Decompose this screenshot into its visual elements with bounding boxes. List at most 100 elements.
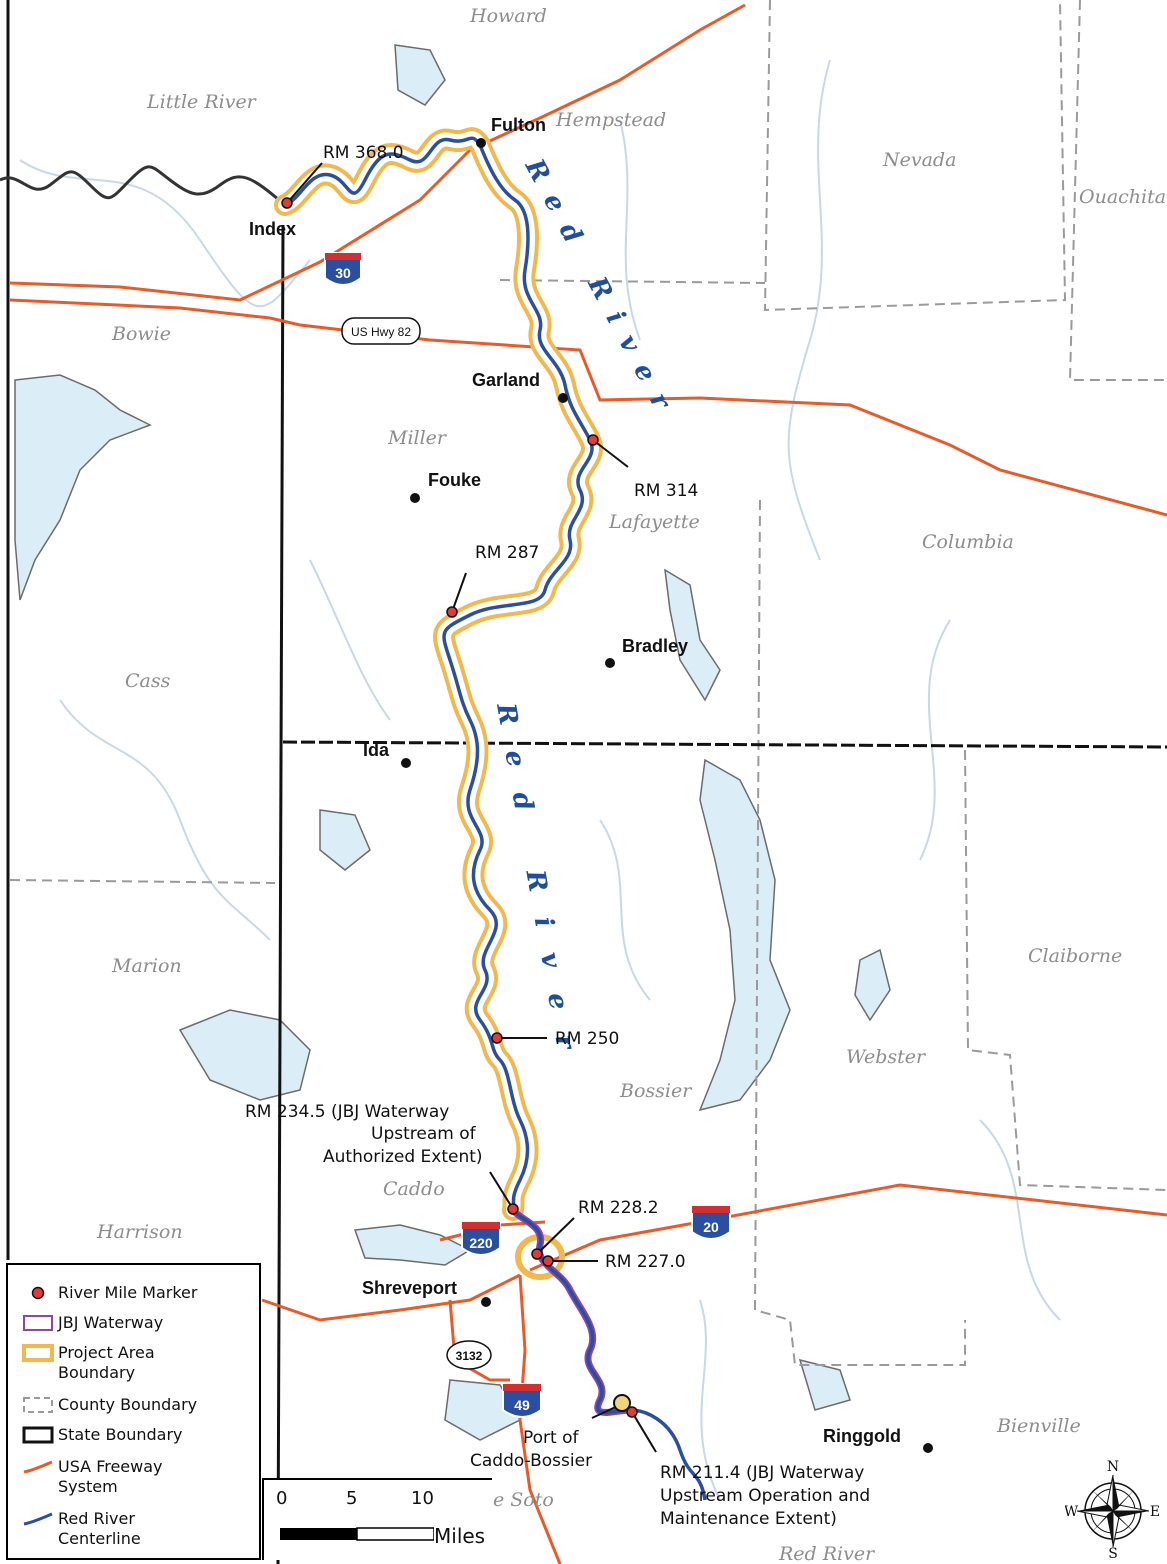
marker-rm227 bbox=[542, 1255, 554, 1267]
leader-rm234 bbox=[489, 1171, 514, 1210]
rm228-label: RM 228.2 bbox=[578, 1198, 659, 1218]
legend-label-line2: Centerline bbox=[58, 1529, 141, 1548]
county-label-de-soto: e Soto bbox=[493, 1489, 554, 1511]
interstate-shield-49: 49 bbox=[502, 1383, 542, 1418]
county-label-columbia: Columbia bbox=[922, 531, 1014, 553]
interstate-shield-30-number: 30 bbox=[335, 265, 351, 281]
legend-label-line2: System bbox=[58, 1477, 118, 1496]
county-label-bowie: Bowie bbox=[111, 323, 171, 345]
county-boundary bbox=[499, 279, 766, 284]
rm287-label: RM 287 bbox=[475, 543, 539, 563]
city-dot-ringgold bbox=[923, 1443, 933, 1453]
legend-item-project-area: Project Area Boundary bbox=[18, 1343, 248, 1383]
rm314-label: RM 314 bbox=[634, 481, 698, 501]
county-label-howard: Howard bbox=[469, 5, 547, 27]
county-boundary bbox=[763, 0, 1067, 312]
legend-label: JBJ Waterway bbox=[58, 1313, 164, 1332]
state-route-3132-label: 3132 bbox=[456, 1349, 483, 1363]
leader-rm368 bbox=[286, 162, 323, 204]
city-dot-bradley bbox=[605, 658, 615, 668]
centerline-swatch-icon bbox=[18, 1509, 58, 1529]
interstate-shield-220: 220 bbox=[461, 1221, 501, 1256]
port-label-line1: Port of bbox=[523, 1428, 580, 1448]
city-label-index: Index bbox=[249, 219, 296, 239]
county-boundary bbox=[9, 879, 276, 884]
state-route-3132-badge: 3132 bbox=[446, 1340, 492, 1370]
state-boundary-swatch-icon bbox=[18, 1425, 58, 1445]
freeway-i49 bbox=[518, 1274, 562, 1564]
city-dot-fouke bbox=[410, 493, 420, 503]
project-area-boundary-inner bbox=[278, 131, 599, 1217]
county-label-webster: Webster bbox=[846, 1046, 927, 1068]
river-label-upper-text: Red River bbox=[518, 153, 684, 429]
lake-ringgold bbox=[798, 1358, 851, 1411]
legend-item-state-boundary: State Boundary bbox=[18, 1425, 248, 1445]
county-boundary-swatch-icon bbox=[18, 1395, 58, 1415]
county-boundary bbox=[753, 499, 966, 1366]
cities: Fulton Index Garland Fouke Bradley Ida S… bbox=[249, 115, 933, 1453]
city-label-shreveport: Shreveport bbox=[362, 1278, 457, 1298]
legend-item-freeway: USA Freeway System bbox=[18, 1457, 248, 1497]
state-boundary bbox=[276, 224, 285, 1564]
leader-rm287 bbox=[451, 572, 467, 613]
rm234-label-line3: Authorized Extent) bbox=[323, 1147, 483, 1167]
interstate-shield-20: 20 bbox=[691, 1205, 731, 1240]
county-label-little-river: Little River bbox=[146, 91, 258, 113]
marker-rm234 bbox=[507, 1203, 519, 1215]
city-label-bradley: Bradley bbox=[622, 636, 688, 656]
river-label-lower-text: Red River bbox=[490, 700, 585, 1077]
legend-label: Red River Centerline bbox=[58, 1509, 248, 1549]
county-label-marion: Marion bbox=[111, 955, 182, 977]
legend-item-centerline: Red River Centerline bbox=[18, 1509, 248, 1549]
water-bodies bbox=[14, 44, 891, 1441]
county-boundary bbox=[964, 749, 1167, 1191]
river-label-upper: Red River bbox=[518, 153, 684, 429]
river-mile-marker-icon bbox=[18, 1283, 58, 1303]
legend-label: River Mile Marker bbox=[58, 1283, 198, 1302]
marker-rm314 bbox=[587, 434, 599, 446]
port-of-caddo-bossier-marker bbox=[613, 1394, 631, 1412]
legend-label: State Boundary bbox=[58, 1425, 183, 1444]
freeway-i30 bbox=[9, 3, 746, 302]
legend-label-line1: Project Area bbox=[58, 1343, 155, 1362]
interstate-shield-30: 30 bbox=[324, 252, 362, 286]
city-label-ida: Ida bbox=[363, 740, 390, 760]
rm368-label: RM 368.0 bbox=[323, 143, 404, 163]
freeway-swatch-icon bbox=[18, 1457, 58, 1477]
county-label-bossier: Bossier bbox=[619, 1080, 693, 1102]
lake-northwest bbox=[14, 374, 152, 601]
county-label-ouachita: Ouachita bbox=[1079, 186, 1166, 208]
county-label-miller: Miller bbox=[387, 427, 448, 449]
project-area-swatch-icon bbox=[18, 1343, 58, 1363]
county-boundaries bbox=[9, 0, 1167, 1366]
city-dot-shreveport bbox=[481, 1297, 491, 1307]
freeway-west bbox=[261, 1273, 521, 1322]
stream bbox=[19, 159, 311, 308]
freeway-us82 bbox=[9, 298, 1167, 517]
compass-e: E bbox=[1150, 1504, 1160, 1520]
legend-label: USA Freeway System bbox=[58, 1457, 248, 1497]
county-label-cass: Cass bbox=[125, 670, 171, 692]
rm211-label-line1: RM 211.4 (JBJ Waterway bbox=[660, 1463, 864, 1483]
freeways bbox=[9, 3, 1167, 1564]
leader-rm228 bbox=[536, 1217, 575, 1255]
port-label-line2: Caddo-Bossier bbox=[470, 1451, 592, 1471]
lake-howard bbox=[394, 44, 446, 106]
compass-n: N bbox=[1107, 1459, 1119, 1475]
stream bbox=[619, 119, 641, 341]
red-river-upstream bbox=[0, 165, 286, 207]
lake-cass bbox=[319, 809, 371, 871]
county-labels: Howard Little River Hempstead Nevada Oua… bbox=[96, 5, 1166, 1564]
lake-webster bbox=[854, 948, 891, 1022]
city-label-ringgold: Ringgold bbox=[823, 1426, 901, 1446]
legend-item-jbj-waterway: JBJ Waterway bbox=[18, 1313, 248, 1333]
scale-bar-graphic bbox=[280, 1527, 434, 1541]
scale-tick-5: 5 bbox=[346, 1488, 358, 1509]
city-dot-ida bbox=[401, 758, 411, 768]
lake-desoto bbox=[444, 1379, 522, 1441]
leader-rm211 bbox=[631, 1411, 657, 1453]
city-label-fulton: Fulton bbox=[491, 115, 546, 135]
legend-label-line1: Red River bbox=[58, 1509, 135, 1528]
legend-label-line1: USA Freeway bbox=[58, 1457, 163, 1476]
scale-bar: 0 5 10 Miles bbox=[262, 1478, 492, 1560]
